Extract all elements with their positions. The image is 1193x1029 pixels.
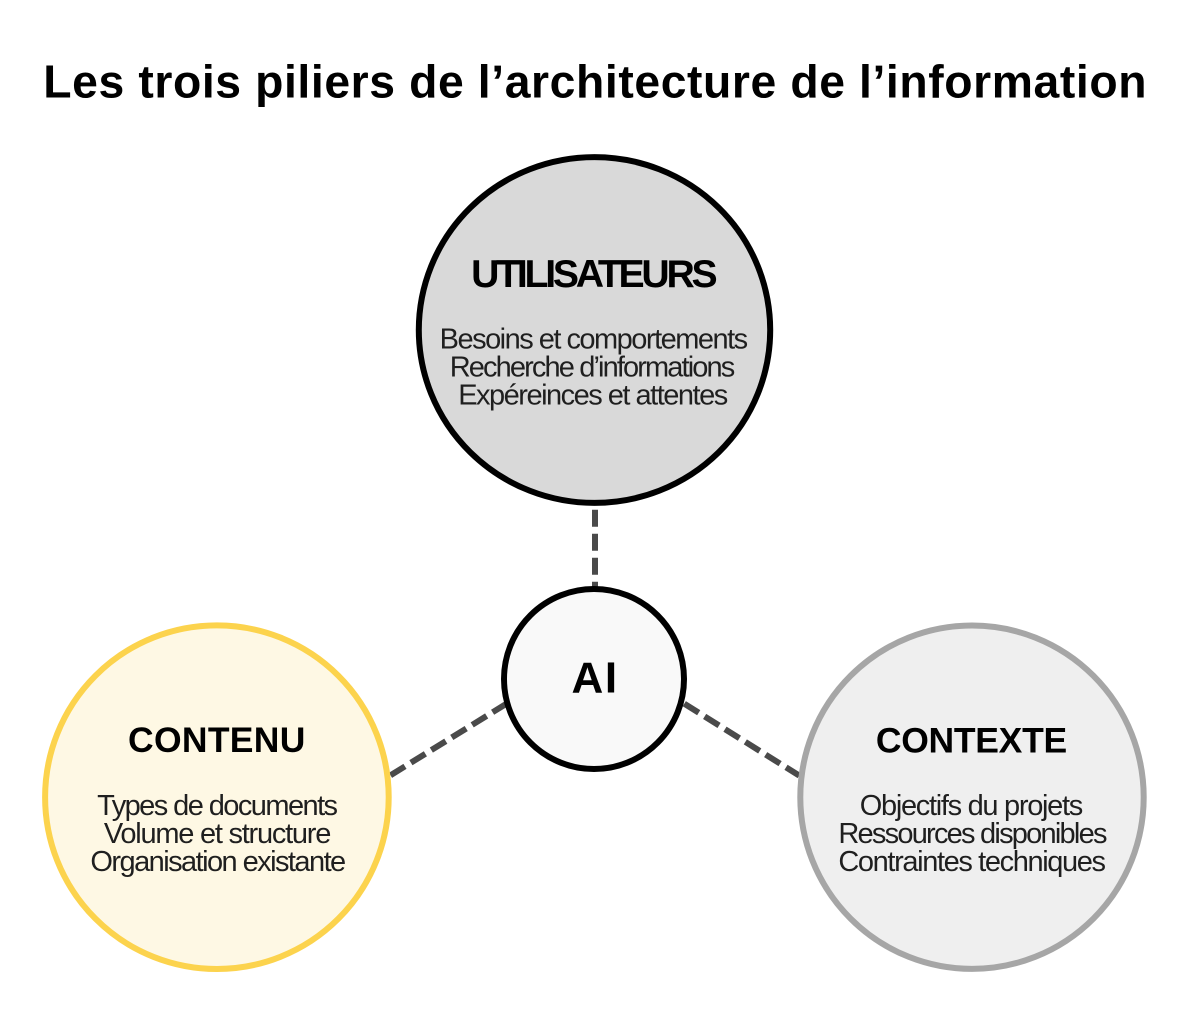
svg-text:Ressources disponibles: Ressources disponibles: [838, 818, 1107, 850]
svg-text:Recherche d’informations: Recherche d’informations: [450, 351, 736, 383]
svg-text:Besoins et comportements: Besoins et comportements: [440, 324, 749, 356]
svg-text:Volume et structure: Volume et structure: [104, 818, 332, 850]
svg-text:Expéreinces et attentes: Expéreinces et attentes: [458, 380, 728, 412]
svg-text:Les trois piliers de l’archite: Les trois piliers de l’architecture de l…: [43, 56, 1146, 108]
svg-text:UTILISATEURS: UTILISATEURS: [471, 253, 718, 296]
svg-text:AI: AI: [572, 653, 618, 702]
svg-text:Contraintes techniques: Contraintes techniques: [838, 846, 1106, 878]
svg-text:CONTEXTE: CONTEXTE: [876, 721, 1067, 761]
svg-text:CONTENU: CONTENU: [128, 720, 305, 760]
svg-text:Types de documents: Types de documents: [97, 790, 338, 822]
svg-text:Objectifs du projets: Objectifs du projets: [860, 790, 1084, 822]
svg-text:Organisation existante: Organisation existante: [90, 846, 346, 878]
